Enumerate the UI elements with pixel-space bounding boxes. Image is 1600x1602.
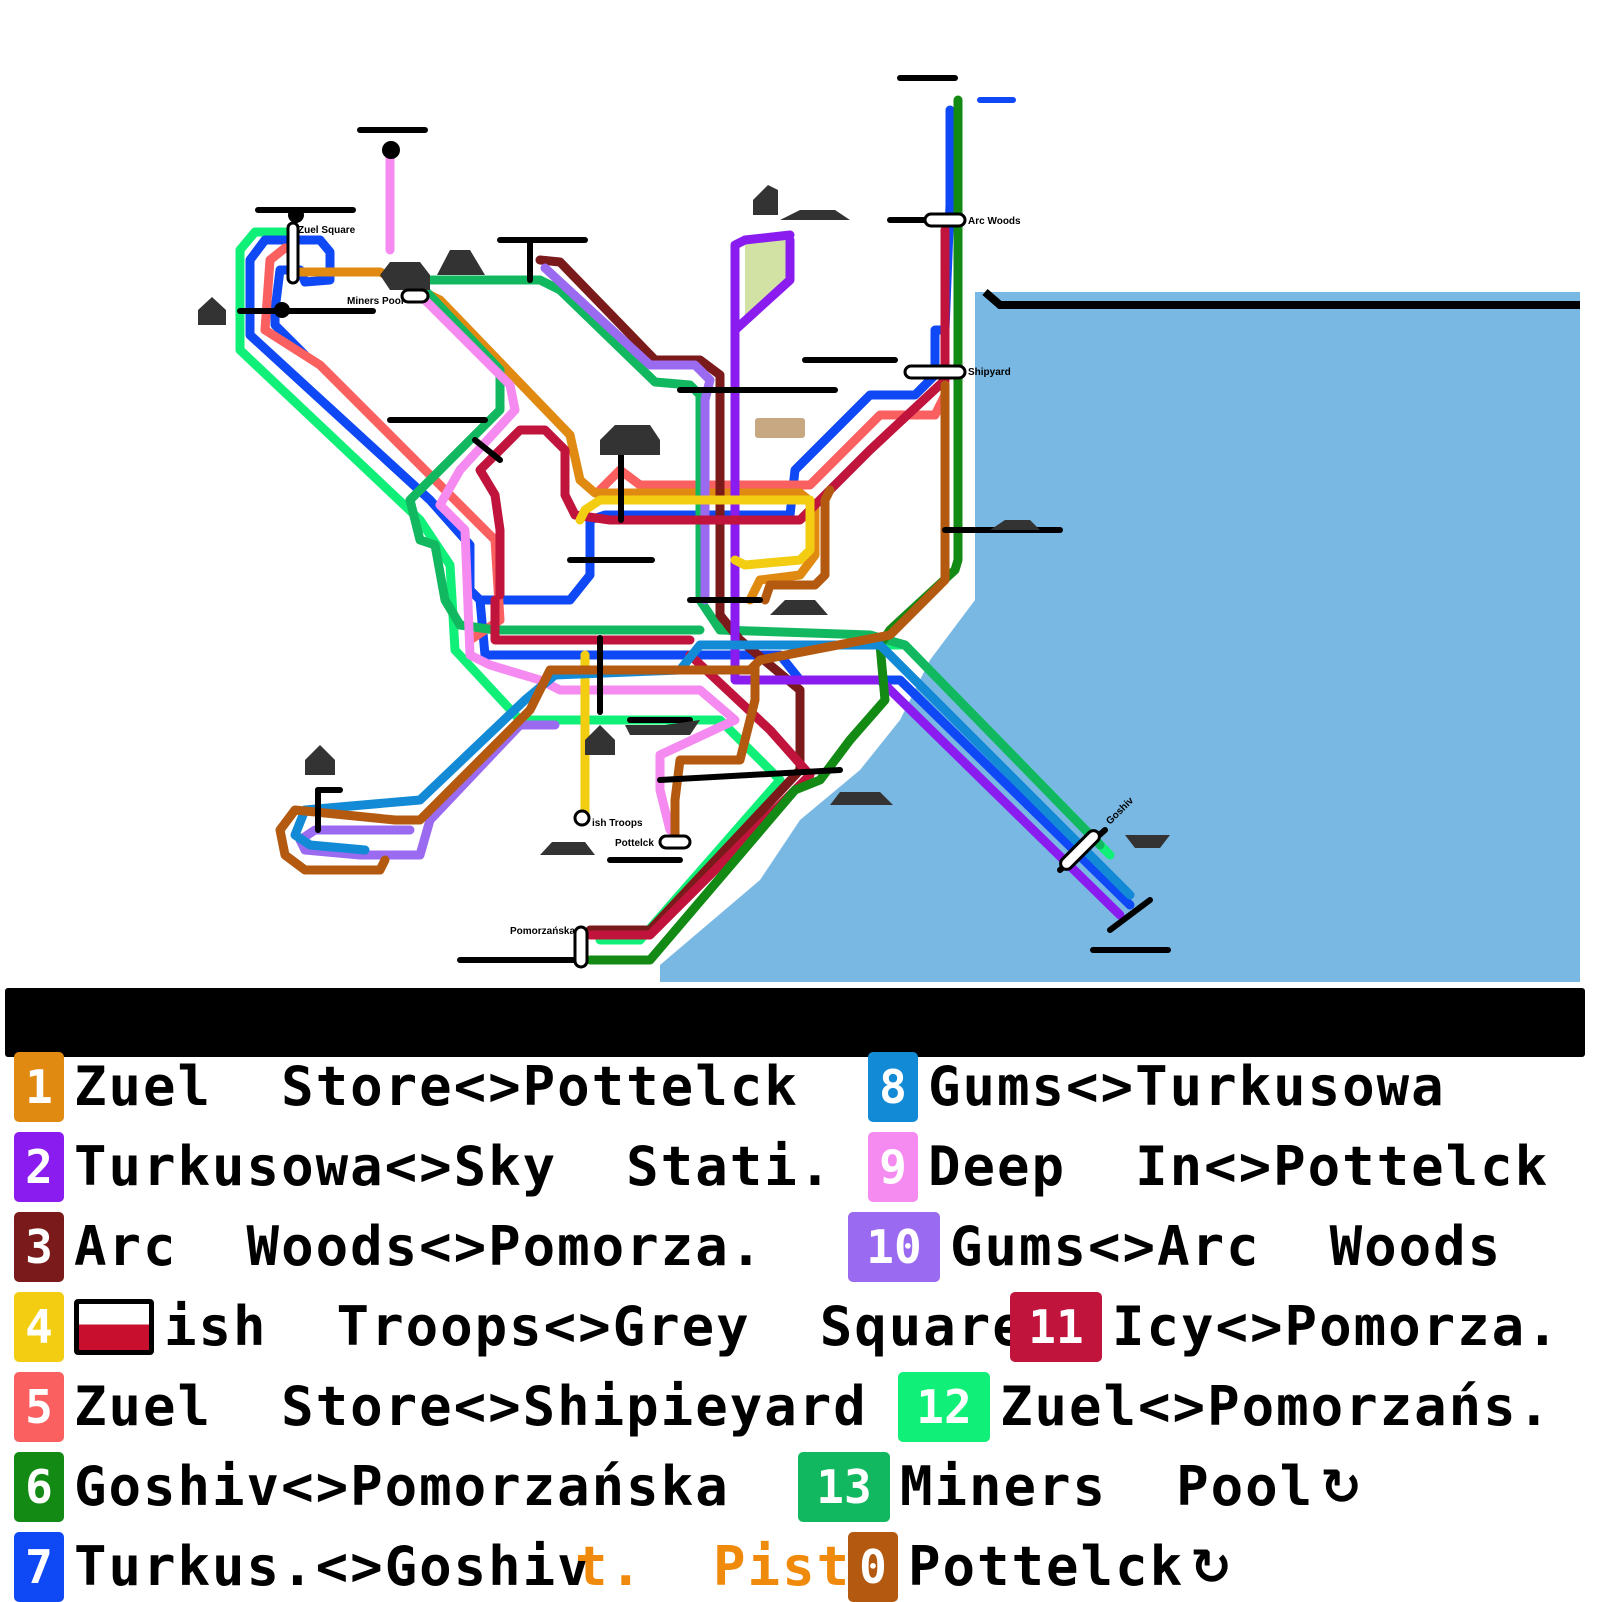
station-label-pomorzanska: Pomorzańska [510, 926, 575, 937]
route-name: Goshiv<>Pomorzańska [74, 1460, 730, 1514]
route-name: Turkusowa<>Sky Stati. [74, 1140, 833, 1194]
route-name: Gums<>Arc Woods [950, 1220, 1502, 1274]
route-name: Turkus.<>Goshiv [74, 1540, 592, 1594]
line-badge: 9 [868, 1132, 918, 1202]
line-badge: 8 [868, 1052, 918, 1122]
line-badge: 6 [14, 1452, 64, 1522]
home-icon [753, 185, 778, 215]
ship-icon [780, 210, 850, 220]
line-badge: 10 [848, 1212, 940, 1282]
home-icon [305, 745, 335, 775]
flag-icon [74, 1299, 154, 1355]
building-block [755, 418, 805, 438]
station-label-shipyard: Shipyard [968, 367, 1011, 378]
route-name: Gums<>Turkusowa [928, 1060, 1446, 1114]
line-badge: 13 [798, 1452, 890, 1522]
legend-header-bar [5, 988, 1585, 1057]
station-label-miners-pool: Miners Pool [347, 296, 404, 307]
station-label-zuel-square: Zuel Square [298, 225, 356, 236]
line-badge: 11 [1010, 1292, 1102, 1362]
route-name: Arc Woods<>Pomorza. [74, 1220, 764, 1274]
station-label-pottelck: Pottelck [615, 838, 654, 849]
route-name: Miners Pool [900, 1460, 1314, 1514]
home-icon [198, 297, 226, 325]
station-label-arc-woods: Arc Woods [968, 216, 1021, 227]
route-name: Zuel<>Pomorzańs. [1000, 1380, 1552, 1434]
route-name: Zuel Store<>Pottelck [74, 1060, 799, 1114]
line-7-route [250, 110, 950, 600]
line-badge: 4 [14, 1292, 64, 1362]
route-name: Pottelck [908, 1540, 1184, 1594]
tower-icon [600, 425, 660, 455]
factory-icon [437, 250, 485, 275]
park-area [745, 238, 790, 320]
line-badge: 5 [14, 1372, 64, 1442]
route-name: ish Troops<>Grey Square [164, 1300, 1027, 1354]
line-0-east [765, 490, 830, 600]
transit-map: Zuel Square Miners Pool Arc Woods Shipya… [0, 0, 1600, 990]
station-label-ish-troops: ish Troops [592, 818, 643, 829]
legend-item-line-4: 4 ish Troops<>Grey Square [14, 1292, 1027, 1362]
route-name: t. Pistu [575, 1540, 886, 1594]
route-name: Icy<>Pomorza. [1112, 1300, 1561, 1354]
route-name: Zuel Store<>Shipieyard [74, 1380, 868, 1434]
route-name: Deep In<>Pottelck [928, 1140, 1549, 1194]
line-badge: 7 [14, 1532, 64, 1602]
line-badge: 0 [848, 1532, 898, 1602]
line-badge: 1 [14, 1052, 64, 1122]
ship-icon [540, 842, 595, 855]
factory-icon [380, 262, 430, 290]
ship-icon [770, 600, 828, 615]
line-badge: 12 [898, 1372, 990, 1442]
loop-arrow-icon: ↻ [1190, 1538, 1232, 1596]
line-badge: 2 [14, 1132, 64, 1202]
legend-item-line-7b: t. Pistu [565, 1532, 886, 1602]
loop-arrow-icon: ↻ [1320, 1458, 1362, 1516]
line-4-center [580, 500, 810, 565]
line-badge: 3 [14, 1212, 64, 1282]
